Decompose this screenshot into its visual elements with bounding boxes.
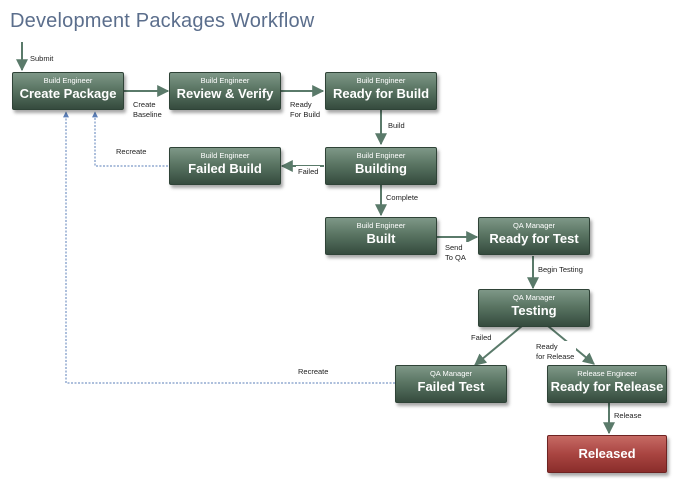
transition-label-ready-for-release: Ready for Release <box>534 341 577 363</box>
page-title: Development Packages Workflow <box>10 10 315 32</box>
state-ready-for-build[interactable]: Build Engineer Ready for Build <box>325 72 437 110</box>
state-create-package[interactable]: Build Engineer Create Package <box>12 72 124 110</box>
state-name: Failed Test <box>417 379 485 394</box>
transition-label-line: To QA <box>445 253 466 262</box>
transition-label-release: Release <box>612 410 644 422</box>
state-role: Build Engineer <box>356 221 406 230</box>
transition-label-line: Create <box>133 100 156 109</box>
state-testing[interactable]: QA Manager Testing <box>478 289 590 327</box>
state-role: QA Manager <box>429 369 473 378</box>
transition-label-line: Send <box>445 243 463 252</box>
state-ready-for-test[interactable]: QA Manager Ready for Test <box>478 217 590 255</box>
transition-label-line: Ready <box>290 100 312 109</box>
state-failed-test[interactable]: QA Manager Failed Test <box>395 365 507 403</box>
transition-label-send-to-qa: Send To QA <box>443 242 468 264</box>
transition-label-line: For Build <box>290 110 321 119</box>
testing-to-failed-test-arrow <box>474 325 523 366</box>
state-released[interactable]: Released <box>547 435 667 473</box>
state-built[interactable]: Build Engineer Built <box>325 217 437 255</box>
state-name: Ready for Build <box>332 86 430 101</box>
state-review-verify[interactable]: Build Engineer Review & Verify <box>169 72 281 110</box>
transition-label-line: Ready <box>536 342 558 351</box>
state-role: QA Manager <box>512 221 556 230</box>
state-name: Testing <box>511 303 557 318</box>
transition-label-begin-testing: Begin Testing <box>536 264 585 276</box>
transition-label-create-baseline: Create Baseline <box>131 99 164 121</box>
transition-label-ready-for-build: Ready For Build <box>288 99 323 121</box>
state-role: Release Engineer <box>577 369 637 378</box>
state-role: Build Engineer <box>200 76 250 85</box>
state-role: QA Manager <box>512 293 556 302</box>
state-name: Failed Build <box>188 161 262 176</box>
state-role: Build Engineer <box>356 151 406 160</box>
state-building[interactable]: Build Engineer Building <box>325 147 437 185</box>
recreate-from-failed-build-link <box>92 111 168 167</box>
transition-label-build: Build <box>386 120 407 132</box>
state-name: Building <box>355 161 407 176</box>
transition-label-failed-build: Failed <box>296 166 321 178</box>
state-name: Released <box>578 446 636 461</box>
state-failed-build[interactable]: Build Engineer Failed Build <box>169 147 281 185</box>
state-name: Create Package <box>19 86 117 101</box>
state-role: Build Engineer <box>43 76 93 85</box>
transition-label-complete: Complete <box>384 192 421 204</box>
transition-label-recreate-build: Recreate <box>114 146 149 158</box>
transition-label-submit: Submit <box>28 53 56 65</box>
state-name: Built <box>366 231 396 246</box>
state-name: Ready for Test <box>489 231 579 246</box>
state-role: Build Engineer <box>356 76 406 85</box>
state-name: Ready for Release <box>550 379 664 394</box>
transition-label-line: Baseline <box>133 110 162 119</box>
state-role: Build Engineer <box>200 151 250 160</box>
transition-label-recreate-test: Recreate <box>296 366 331 378</box>
recreate-from-failed-test-link <box>63 111 395 384</box>
transition-label-line: for Release <box>536 352 575 361</box>
state-name: Review & Verify <box>176 86 274 101</box>
state-ready-for-release[interactable]: Release Engineer Ready for Release <box>547 365 667 403</box>
transition-label-failed-test: Failed <box>469 332 494 344</box>
